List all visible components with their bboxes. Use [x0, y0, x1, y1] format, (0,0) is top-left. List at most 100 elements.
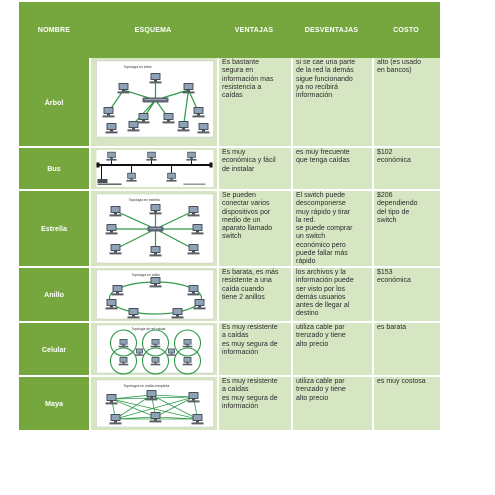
ventajas-cell: Se pueden conectar varios dispositivos p…: [217, 191, 291, 266]
computer-icon: [149, 246, 162, 257]
costo-cell: alto (es usado en bancos): [372, 58, 440, 146]
computer-icon: [182, 339, 193, 348]
computer-icon: [167, 348, 176, 356]
computer-icon: [187, 392, 200, 403]
network-diagram: [96, 150, 214, 187]
network-diagram: Topología de red celular: [96, 324, 214, 375]
computer-icon: [118, 357, 129, 366]
costo-cell: es muy costosa: [372, 377, 440, 430]
header-nombre: NOMBRE: [37, 26, 71, 34]
computer-icon: [150, 357, 161, 366]
ventajas-cell: Es bastante segura en información mas re…: [217, 58, 291, 146]
computer-icon: [105, 299, 118, 310]
topology-name: Celular: [19, 323, 89, 375]
diagram-title: Topología de red celular: [132, 327, 167, 331]
computer-icon: [191, 414, 204, 425]
computer-icon: [135, 348, 144, 356]
header-costo: COSTO: [393, 26, 419, 34]
computer-icon: [109, 206, 122, 217]
computer-icon: [109, 414, 122, 425]
network-diagram: Topología en estrella: [96, 193, 214, 264]
computer-icon: [186, 151, 197, 161]
computer-icon: [111, 285, 124, 296]
diagram-title: Topología en árbol: [124, 65, 152, 69]
ventajas-cell: Es muy resistente a caídas es muy segura…: [217, 323, 291, 375]
computer-icon: [166, 172, 177, 182]
computer-icon: [187, 206, 200, 217]
table-row: Bus Es muy económica y fácil de instalar…: [19, 148, 440, 189]
topology-diagram: Topología en estrella: [89, 191, 217, 266]
computer-icon: [106, 151, 117, 161]
costo-cell: es barata: [372, 323, 440, 375]
computer-icon: [193, 299, 206, 310]
computer-icon: [146, 151, 157, 161]
costo-cell: $102 económica: [372, 148, 440, 189]
computer-icon: [105, 224, 118, 235]
computer-icon: [105, 123, 118, 134]
computer-icon: [171, 308, 184, 319]
header-ventajas: VENTAJAS: [234, 26, 274, 34]
header-desventajas: DESVENTAJAS: [304, 26, 359, 34]
ventajas-cell: Es barata, es más resistente a una caída…: [217, 268, 291, 321]
topology-diagram: Topología de red celular: [89, 323, 217, 375]
computer-icon: [187, 244, 200, 255]
costo-cell: $153 económica: [372, 268, 440, 321]
table-header-row: NOMBRE ESQUEMA VENTAJAS DESVENTAJAS COST…: [19, 2, 440, 58]
network-diagram: Topología en malla completa: [96, 379, 214, 428]
computer-icon: [150, 339, 161, 348]
ventajas-cell: Es muy económica y fácil de instalar: [217, 148, 291, 189]
table-row: Maya Topología en malla completa Es muy r…: [19, 377, 440, 430]
diagram-title: Topología en anillo: [132, 273, 160, 277]
computer-icon: [127, 121, 140, 132]
desventajas-cell: si se cae una parte de la red la demás s…: [291, 58, 372, 146]
computer-icon: [127, 308, 140, 319]
computer-icon: [191, 224, 204, 235]
network-diagram: Topología en árbol: [96, 60, 214, 138]
diagram-title: Topología en malla completa: [124, 384, 170, 388]
computer-icon: [105, 394, 118, 405]
computer-icon: [192, 107, 205, 118]
computer-icon: [177, 121, 190, 132]
desventajas-cell: El switch puede descomponerse muy rápido…: [291, 191, 372, 266]
topology-name: Maya: [19, 377, 89, 430]
desventajas-cell: utiliza cable par trenzado y tiene alto …: [291, 377, 372, 430]
desventajas-cell: utiliza cable par trenzado y tiene alto …: [291, 323, 372, 375]
computer-icon: [102, 107, 115, 118]
topology-diagram: [89, 148, 217, 189]
computer-icon: [137, 113, 150, 124]
desventajas-cell: los archivos y la información puede ser …: [291, 268, 372, 321]
costo-cell: $206 dependiendo del tipo de switch: [372, 191, 440, 266]
topology-name: Bus: [19, 148, 89, 189]
ventajas-cell: Es muy resistente a caídas es muy segura…: [217, 377, 291, 430]
table-row: Estrella Topología en estrella: [19, 191, 440, 266]
diagram-title: Topología en estrella: [129, 198, 160, 202]
topology-name: Anillo: [19, 268, 89, 321]
table-row: Árbol Topología en árbol: [19, 58, 440, 146]
topology-diagram: Topología en malla completa: [89, 377, 217, 430]
computer-icon: [126, 172, 137, 182]
computer-icon: [162, 113, 175, 124]
computer-icon: [145, 390, 158, 401]
computer-icon: [149, 277, 162, 288]
topology-name: Estrella: [19, 191, 89, 266]
computer-icon: [149, 73, 162, 84]
header-esquema: ESQUEMA: [134, 26, 172, 34]
topology-diagram: Topología en anillo: [89, 268, 217, 321]
computer-icon: [109, 244, 122, 255]
computer-icon: [182, 83, 195, 94]
desventajas-cell: es muy frecuente que tenga caídas: [291, 148, 372, 189]
computer-icon: [117, 83, 130, 94]
computer-icon: [182, 357, 193, 366]
computer-icon: [197, 123, 210, 134]
topology-diagram: Topología en árbol: [89, 58, 217, 146]
network-diagram: Topología en anillo: [96, 269, 214, 320]
computer-icon: [187, 285, 200, 296]
table-row: Celular Topología de red celular: [19, 323, 440, 375]
computer-icon: [118, 339, 129, 348]
computer-icon: [149, 412, 162, 423]
topology-name: Árbol: [19, 58, 89, 146]
switch-icon: [142, 97, 169, 103]
switch-icon: [147, 226, 164, 232]
computer-icon: [149, 204, 162, 215]
